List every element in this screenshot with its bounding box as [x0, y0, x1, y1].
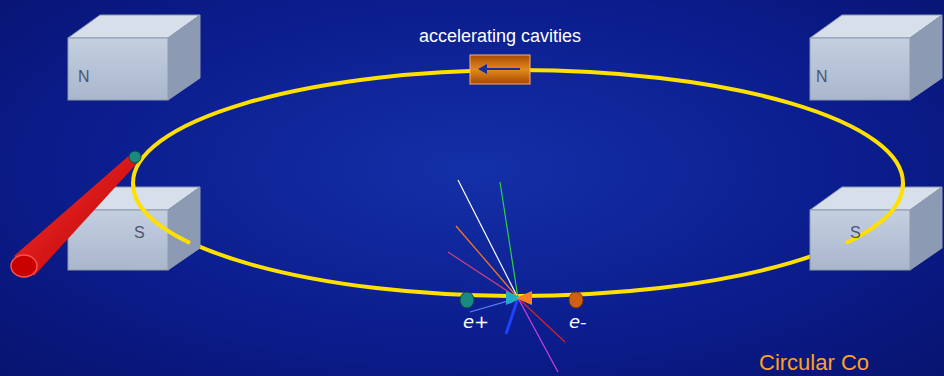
- pole-letter: S: [134, 224, 145, 242]
- magnet-pole: N: [810, 38, 910, 100]
- magnet-pole: S: [810, 210, 910, 270]
- magnet-blocks: [68, 15, 942, 100]
- magnet-pole: N: [68, 38, 168, 100]
- magnet-pole: S: [68, 210, 168, 270]
- field-arrow: [478, 64, 520, 74]
- magnet-blocks: [68, 187, 942, 270]
- cavity-box: [470, 55, 530, 84]
- collision-tracks: [448, 180, 565, 372]
- synchrotron-beam: [11, 151, 141, 277]
- pole-letter: N: [78, 68, 90, 86]
- colliding-bunches: [460, 291, 583, 308]
- pole-letter: S: [850, 224, 861, 242]
- particle-label: e+: [463, 311, 489, 332]
- cavity-box: accelerating cavities: [470, 55, 530, 84]
- particle-label: e-: [569, 311, 587, 332]
- cavity-heading: accelerating cavities: [419, 26, 581, 47]
- storage-ring: [133, 70, 903, 296]
- pole-letter: N: [816, 68, 828, 86]
- slide-title: Circular Co: [759, 350, 869, 376]
